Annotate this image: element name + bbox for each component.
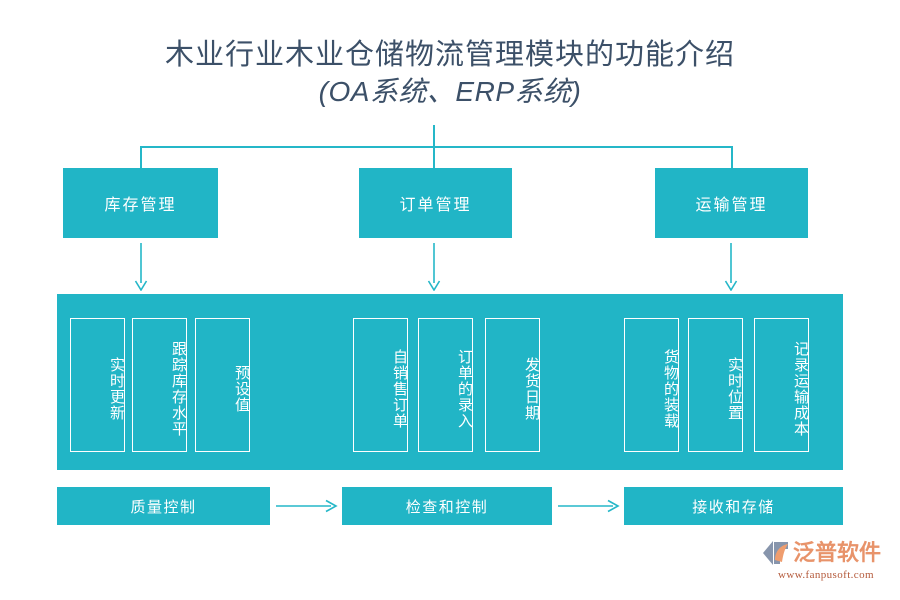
- feature-cell-transport-2[interactable]: 实时位置: [688, 318, 743, 452]
- module-box-inventory[interactable]: 库存管理: [63, 168, 218, 238]
- module-label-transport: 运输管理: [695, 197, 768, 214]
- arrow-down-icon-transport: [724, 243, 738, 291]
- feature-cell-order-3[interactable]: 发货日期: [485, 318, 540, 452]
- logo-url: www.fanpusoft.com: [778, 569, 874, 581]
- process-box-receive-store[interactable]: 接收和存储: [624, 487, 843, 525]
- page-title: 木业行业木业仓储物流管理模块的功能介绍 (OA系统、ERP系统): [0, 36, 900, 111]
- process-label-2: 检查和控制: [405, 498, 489, 516]
- module-label-order: 订单管理: [399, 197, 472, 214]
- connector-drop-order: [433, 146, 435, 168]
- process-label-3: 接收和存储: [692, 498, 775, 516]
- title-line-2: (OA系统、ERP系统): [318, 76, 582, 108]
- process-box-quality-control[interactable]: 质量控制: [57, 487, 270, 525]
- arrow-right-icon-2: [558, 499, 620, 513]
- connector-drop-inventory: [140, 146, 142, 168]
- brand-logo: 泛普软件 www.fanpusoft.com: [760, 540, 892, 590]
- process-box-inspection-control[interactable]: 检查和控制: [342, 487, 552, 525]
- feature-cell-transport-1[interactable]: 货物的装载: [624, 318, 679, 452]
- module-label-inventory: 库存管理: [104, 197, 177, 214]
- logo-name: 泛普软件: [793, 540, 882, 565]
- connector-title-stem: [433, 125, 435, 147]
- arrow-down-icon-order: [427, 243, 441, 291]
- connector-horizontal-bus: [140, 146, 732, 148]
- module-box-order[interactable]: 订单管理: [359, 168, 512, 238]
- connector-drop-transport: [731, 146, 733, 168]
- feature-band: [57, 294, 843, 470]
- fanpu-logo-mark-icon: [763, 541, 788, 565]
- feature-cell-inventory-3[interactable]: 预设值: [195, 318, 250, 452]
- title-line-1: 木业行业木业仓储物流管理模块的功能介绍: [164, 39, 735, 71]
- process-label-1: 质量控制: [130, 498, 197, 516]
- module-box-transport[interactable]: 运输管理: [655, 168, 808, 238]
- feature-cell-order-2[interactable]: 订单的录入: [418, 318, 473, 452]
- arrow-down-icon-inventory: [134, 243, 148, 291]
- feature-cell-order-1[interactable]: 自销售订单: [353, 318, 408, 452]
- feature-cell-inventory-2[interactable]: 跟踪库存水平: [132, 318, 187, 452]
- feature-cell-transport-3[interactable]: 记录运输成本: [754, 318, 809, 452]
- logo-row: 泛普软件: [760, 540, 892, 566]
- arrow-right-icon-1: [276, 499, 338, 513]
- feature-cell-inventory-1[interactable]: 实时更新: [70, 318, 125, 452]
